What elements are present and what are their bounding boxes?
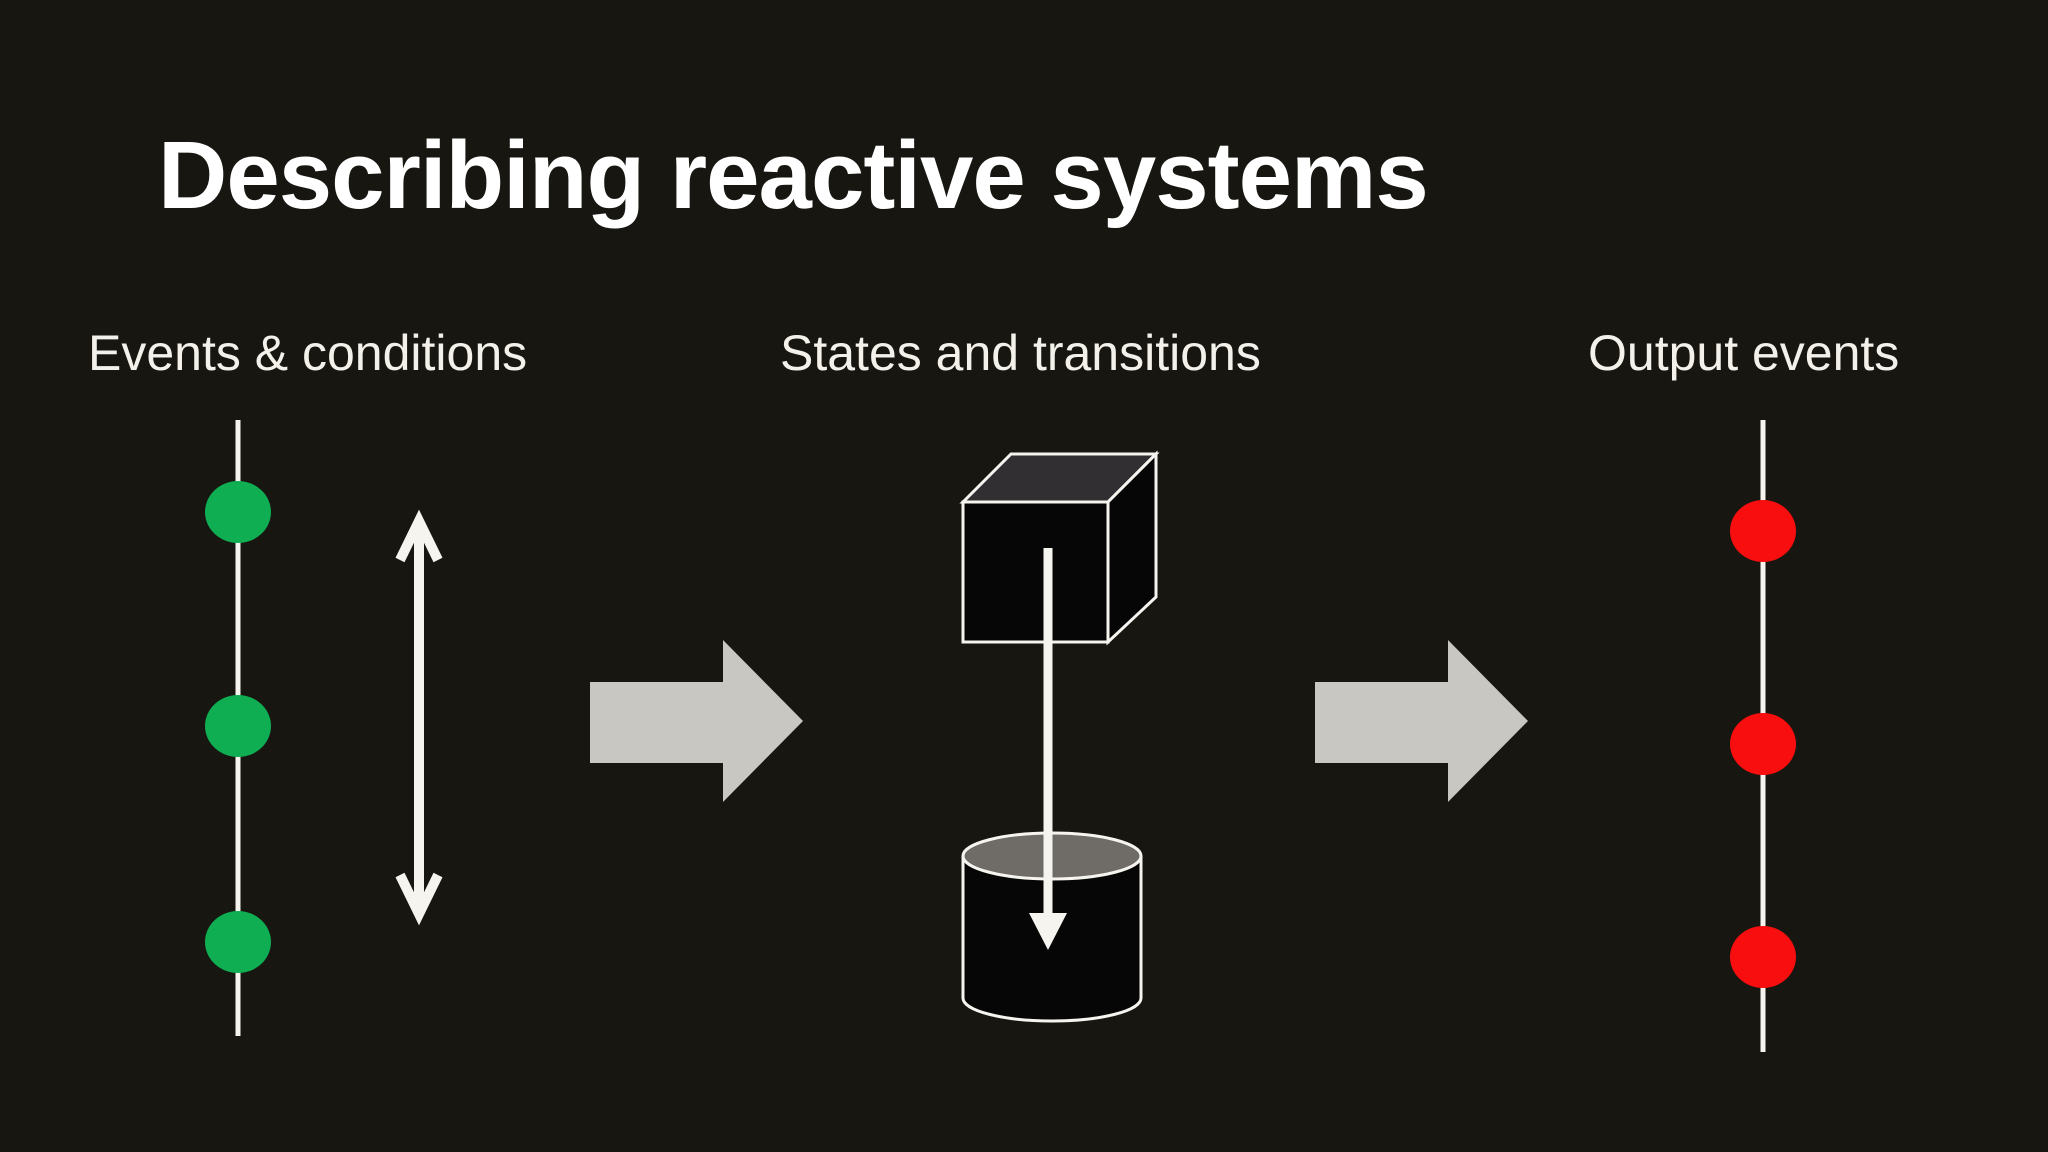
flow-right-arrow-icon — [1315, 640, 1528, 802]
page-title: Describing reactive systems — [158, 122, 1429, 229]
transition-down-arrow-icon — [1029, 548, 1067, 950]
event-dot-icon — [205, 481, 271, 543]
output-dot-icon — [1730, 500, 1796, 562]
section-label-states-transitions: States and transitions — [780, 325, 1261, 381]
output-timeline — [1730, 420, 1796, 1052]
event-dot-icon — [205, 695, 271, 757]
event-dot-icon — [205, 911, 271, 973]
section-label-events-conditions: Events & conditions — [88, 325, 528, 381]
output-dot-icon — [1730, 713, 1796, 775]
input-timeline — [205, 420, 271, 1036]
bidirectional-arrow-icon — [395, 509, 443, 926]
cube-state-icon — [959, 450, 1160, 646]
flow-right-arrow-icon — [590, 640, 803, 802]
output-dot-icon — [1730, 926, 1796, 988]
section-label-output-events: Output events — [1588, 325, 1900, 381]
